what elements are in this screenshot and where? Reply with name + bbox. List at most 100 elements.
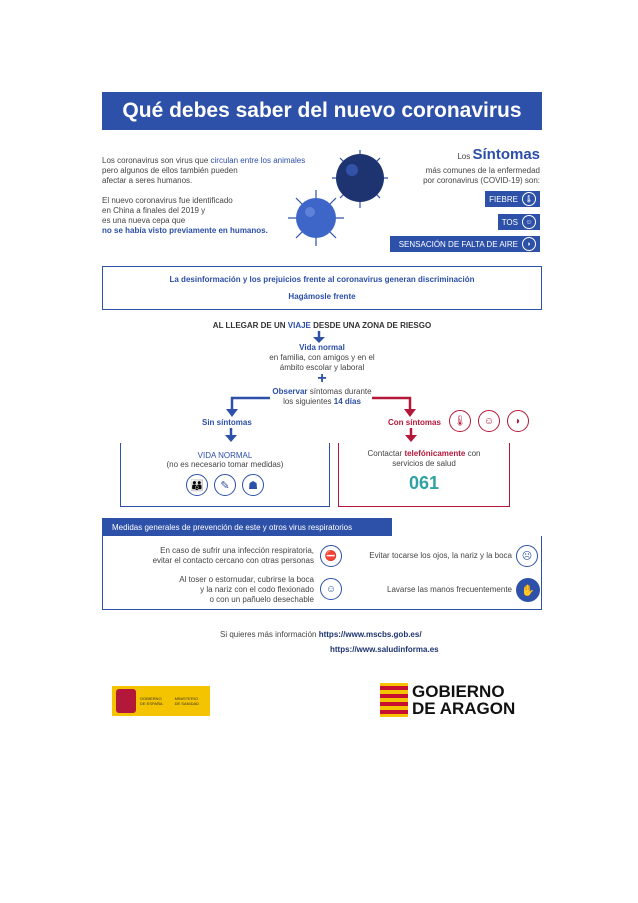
logo-text: DE ESPAÑA [140,701,163,706]
cough-icon: ☺ [522,215,536,229]
no-symptoms-box: VIDA NORMAL (no es necesario tomar medid… [120,443,330,507]
page-title-banner: Qué debes saber del nuevo coronavirus [102,92,542,130]
gobierno-aragon-logo: GOBIERNO DE ARAGON [380,683,515,717]
thermometer-icon: 🌡 [449,410,471,432]
gobierno-espana-logo: GOBIERNO DE ESPAÑA MINISTERIO DE SANIDAD [112,686,210,716]
sneeze-elbow-icon: ☺ [320,578,342,600]
contact-highlight: telefónicamente [404,449,466,458]
travel-heading: AL LLEGAR DE UN VIAJE DESDE UNA ZONA DE … [102,321,542,330]
measure-isolation: En caso de sufrir una infección respirat… [110,546,314,566]
lungs-icon: ◗ [522,237,536,251]
saludinforma-link[interactable]: https://www.saludinforma.es [330,645,439,654]
aragon-logo-text: GOBIERNO DE ARAGON [412,683,515,717]
intro-text: es una nueva cepa que [102,216,186,225]
symptom-label: SENSACIÓN DE FALTA DE AIRE [398,239,518,249]
symptoms-text: por coronavirus (COVID-19) son: [423,176,540,185]
thermometer-icon: 🌡 [522,192,536,206]
prevention-box [102,536,542,610]
intro-highlight: no se había visto previamente en humanos… [102,226,268,235]
intro-text: El nuevo coronavirus fue identificado [102,196,233,205]
measure-text: o con un pañuelo desechable [209,595,314,604]
spain-coat-of-arms-icon [116,689,136,713]
intro-text: en China a finales del 2019 y [102,206,206,215]
work-icon: ☗ [242,474,264,496]
observe-text: los siguientes [283,397,334,406]
page-title: Qué debes saber del nuevo coronavirus [122,99,522,122]
prevention-title: Medidas generales de prevención de este … [102,518,392,536]
contact-text: Contactar [367,449,405,458]
plus-sign: + [317,370,327,387]
measure-face: Evitar tocarse los ojos, la nariz y la b… [369,551,512,560]
observe-highlight: Observar [272,387,308,396]
logo-text: DE SANIDAD [174,701,200,706]
measure-hands: Lavarse las manos frecuentemente [387,585,512,594]
normal-life-text: en familia, con amigos y en el [269,353,375,362]
discrimination-box: La desinformación y los prejuicios frent… [102,266,542,310]
arrow-down-icon [313,331,325,343]
school-icon: ✎ [214,474,236,496]
contact-text: con [465,449,481,458]
intro-paragraph-2: El nuevo coronavirus fue identificado en… [102,196,322,236]
more-info: Si quieres más información https://www.m… [220,630,422,640]
observe-days: 14 días [333,397,361,406]
mscbs-link[interactable]: https://www.mscbs.gob.es/ [318,630,422,639]
normal-life-text: ámbito escolar y laboral [279,363,365,372]
with-symptoms-box: Contactar telefónicamente con servicios … [338,443,510,507]
measure-text: evitar el contacto cercano con otras per… [152,556,314,565]
arrow-down-icon [405,428,417,442]
measure-cough: Al toser o estornudar, cubrirse la boca … [110,575,314,605]
cough-icon: ☺ [478,410,500,432]
symptom-breath: SENSACIÓN DE FALTA DE AIRE ◗ [390,236,540,252]
coronavirus-illustration [288,150,388,246]
travel-heading-text: AL LLEGAR DE UN [212,321,288,330]
intro-highlight: circulan entre los animales [210,156,306,165]
travel-heading-text: DESDE UNA ZONA DE RIESGO [310,321,432,330]
isolation-icon: ⛔ [320,545,342,567]
more-info-text: Si quieres más información [220,630,319,639]
symptoms-title: Síntomas [472,146,540,163]
family-icons: 👪 ✎ ☗ [121,474,329,496]
symptom-cough: TOS ☺ [497,214,540,230]
symptom-label: FIEBRE [489,194,518,204]
measure-text: Al toser o estornudar, cubrirse la boca [179,575,314,584]
phone-number: 061 [408,473,440,493]
observe-block: Observar síntomas durante los siguientes… [222,387,422,407]
family-icon: 👪 [186,474,208,496]
logo-text: MINISTERIO [174,696,198,701]
arrow-down-icon [225,428,237,442]
intro-text: Los coronavirus son virus que [102,156,211,165]
handwash-icon: ✋ [516,578,540,602]
ministerio-text: MINISTERIO DE SANIDAD [175,696,199,706]
prevention-title-text: Medidas generales de prevención de este … [112,522,353,532]
no-symptoms-subtitle: (no es necesario tomar medidas) [166,460,284,469]
aragon-flag-icon [380,683,408,717]
normal-life-block: Vida normal en familia, con amigos y en … [222,343,422,373]
with-symptoms-label: Con síntomas [388,418,441,427]
symptom-fever: FIEBRE 🌡 [485,191,540,207]
intro-text: pero algunos de ellos también pueden [102,166,238,175]
measure-text: En caso de sufrir una infección respirat… [160,546,314,555]
intro-paragraph-1: Los coronavirus son virus que circulan e… [102,156,322,186]
observe-text: síntomas durante [307,387,372,396]
discrimination-slogan: Hagámosle frente [288,292,356,301]
discrimination-text: La desinformación y los prejuicios frent… [169,275,475,284]
lungs-icon: ◗ [507,410,529,432]
intro-text: afectar a seres humanos. [102,176,193,185]
logo-text: DE ARAGON [412,699,516,718]
symptoms-description: más comunes de la enfermedad por coronav… [423,166,540,186]
logo-text: GOBIERNO [140,696,162,701]
symptom-label: TOS [501,217,518,227]
branch-arrows [226,396,416,417]
travel-heading-highlight: VIAJE [287,321,311,330]
without-symptoms-label: Sin síntomas [202,418,252,427]
symptoms-prefix: Los [457,152,473,161]
face-touch-icon: ☹ [516,545,538,567]
no-symptoms-title: VIDA NORMAL [197,451,253,460]
normal-life-title: Vida normal [299,343,345,352]
gobierno-espana-text: GOBIERNO DE ESPAÑA [140,696,163,706]
logo-text: GOBIERNO [412,682,505,701]
contact-text: servicios de salud [392,459,456,468]
symptoms-text: más comunes de la enfermedad [425,166,540,175]
measure-text: y la nariz con el codo flexionado [200,585,314,594]
symptoms-heading: Los Síntomas [457,146,540,164]
